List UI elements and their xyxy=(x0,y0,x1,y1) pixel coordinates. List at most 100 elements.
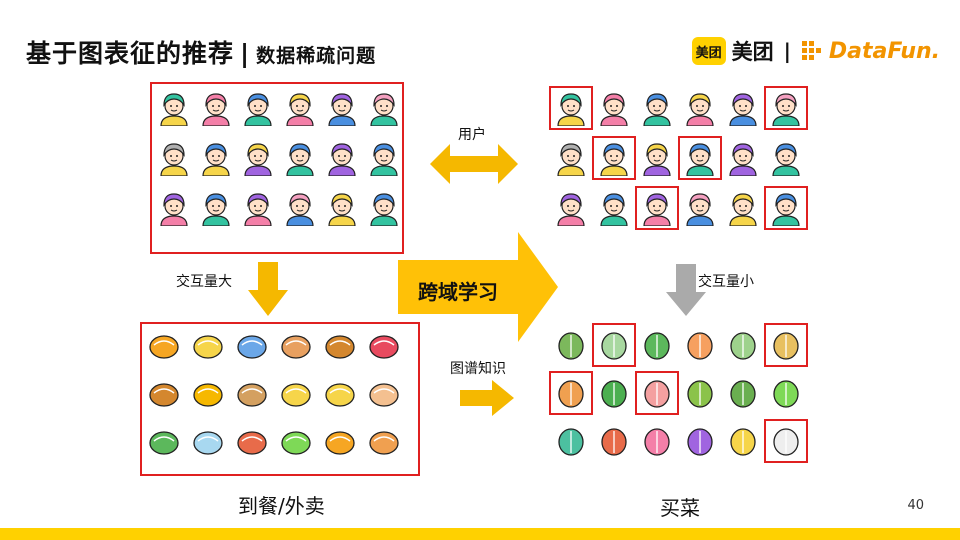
celery-icon xyxy=(730,380,756,408)
user-avatar-icon xyxy=(764,86,808,130)
user-avatar-icon xyxy=(370,143,398,176)
noodles-icon xyxy=(281,383,311,407)
caption-left: 到餐/外卖 xyxy=(238,494,325,518)
spinach-icon xyxy=(730,332,756,360)
leaf-icon xyxy=(773,380,799,408)
brand-logos: 美团 美团 | DataFun. xyxy=(691,36,940,66)
datafun-text: DataFun. xyxy=(828,38,940,64)
eggplant-icon xyxy=(687,428,713,456)
hotdog-icon xyxy=(237,431,267,455)
user-avatar-icon xyxy=(370,93,398,126)
bok-choy-icon xyxy=(592,323,636,367)
sausage-icon xyxy=(193,383,223,407)
meituan-badge: 美团 xyxy=(691,37,726,65)
user-avatar-icon xyxy=(635,186,679,230)
cupcake-icon xyxy=(369,335,399,359)
user-avatar-icon xyxy=(600,93,628,126)
plate-icon xyxy=(644,428,670,456)
food-grid xyxy=(146,327,410,459)
hotpot-icon xyxy=(237,383,267,407)
label-small-interaction: 交互量小 xyxy=(698,274,754,290)
label-cross-domain: 跨域学习 xyxy=(418,280,498,304)
monstera-icon xyxy=(558,428,584,456)
label-users: 用户 xyxy=(458,127,486,143)
user-avatar-icon xyxy=(592,136,636,180)
dessert-icon xyxy=(281,335,311,359)
fried-chicken-icon xyxy=(325,431,355,455)
bread-icon xyxy=(149,383,179,407)
user-avatar-icon xyxy=(557,193,585,226)
veg-grid xyxy=(549,323,811,463)
user-avatar-icon xyxy=(600,193,628,226)
pizza-icon xyxy=(369,431,399,455)
page-number: 40 xyxy=(907,498,924,513)
cloche-icon xyxy=(149,335,179,359)
rice-bowl-icon xyxy=(193,335,223,359)
user-avatar-icon xyxy=(370,193,398,226)
user-avatar-icon xyxy=(328,193,356,226)
user-avatar-icon xyxy=(328,93,356,126)
user-avatar-icon xyxy=(160,93,188,126)
burger-icon xyxy=(325,335,355,359)
cucumber-icon xyxy=(644,332,670,360)
caption-right: 买菜 xyxy=(660,496,700,520)
users-grid-right xyxy=(549,86,811,230)
soup-icon xyxy=(325,383,355,407)
pig-icon xyxy=(369,383,399,407)
user-avatar-icon xyxy=(160,193,188,226)
user-avatar-icon xyxy=(286,93,314,126)
logo-separator: | xyxy=(783,39,791,63)
garlic-icon xyxy=(764,419,808,463)
user-avatar-icon xyxy=(643,93,671,126)
user-avatar-icon xyxy=(328,143,356,176)
user-avatar-icon xyxy=(244,93,272,126)
mushroom-icon xyxy=(730,428,756,456)
users-grid-left xyxy=(156,90,408,226)
lettuce-icon xyxy=(558,332,584,360)
herb-icon xyxy=(687,380,713,408)
bidirectional-arrow-icon xyxy=(430,144,518,184)
title-separator: | xyxy=(240,39,251,68)
user-avatar-icon xyxy=(729,93,757,126)
user-avatar-icon xyxy=(202,193,230,226)
noodle-bowl-icon xyxy=(237,335,267,359)
down-arrow-gray-icon xyxy=(666,264,706,316)
user-avatar-icon xyxy=(549,86,593,130)
fish-icon xyxy=(193,431,223,455)
user-avatar-icon xyxy=(160,143,188,176)
label-knowledge-graph: 图谱知识 xyxy=(450,361,506,377)
user-avatar-icon xyxy=(286,193,314,226)
user-avatar-icon xyxy=(772,143,800,176)
meituan-text: 美团 xyxy=(731,40,774,64)
label-big-interaction: 交互量大 xyxy=(176,274,232,290)
salad-icon xyxy=(281,431,311,455)
user-avatar-icon xyxy=(686,93,714,126)
user-avatar-icon xyxy=(202,143,230,176)
user-avatar-icon xyxy=(678,136,722,180)
users-panel-large xyxy=(150,82,404,254)
title-subtitle: 数据稀疏问题 xyxy=(256,45,377,67)
wheat-icon xyxy=(764,323,808,367)
right-arrow-icon xyxy=(460,380,514,416)
user-avatar-icon xyxy=(764,186,808,230)
bacon-icon xyxy=(635,371,679,415)
user-avatar-icon xyxy=(686,193,714,226)
user-avatar-icon xyxy=(202,93,230,126)
user-avatar-icon xyxy=(729,193,757,226)
datafun-mark-icon xyxy=(801,41,821,60)
user-avatar-icon xyxy=(729,143,757,176)
chicken-leg-icon xyxy=(687,332,713,360)
user-avatar-icon xyxy=(244,143,272,176)
ham-icon xyxy=(549,371,593,415)
down-arrow-yellow-icon xyxy=(248,262,288,316)
cross-domain-arrow-icon xyxy=(398,232,558,342)
user-avatar-icon xyxy=(643,143,671,176)
title-main: 基于图表征的推荐 xyxy=(26,39,235,68)
broccoli-icon xyxy=(601,380,627,408)
user-avatar-icon xyxy=(244,193,272,226)
user-avatar-icon xyxy=(557,143,585,176)
zongzi-icon xyxy=(149,431,179,455)
user-avatar-icon xyxy=(286,143,314,176)
page-title: 基于图表征的推荐|数据稀疏问题 xyxy=(26,34,376,70)
bottom-accent-bar xyxy=(0,528,960,540)
